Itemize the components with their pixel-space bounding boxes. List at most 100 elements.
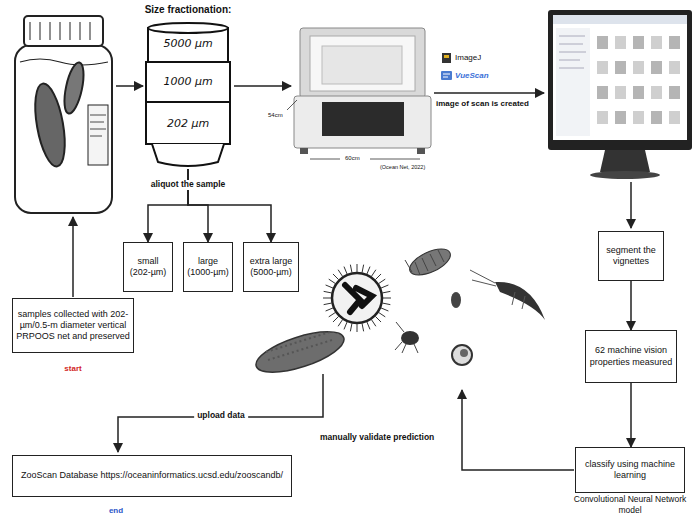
file-grid	[597, 36, 680, 124]
file-icon	[597, 36, 608, 49]
text-label: upload data	[194, 411, 248, 421]
spine	[333, 316, 339, 322]
box-text: segment the vignettes	[601, 245, 661, 268]
spine	[357, 324, 358, 332]
spine	[326, 308, 333, 311]
spine	[383, 298, 391, 299]
file-icon	[651, 86, 662, 99]
sieve-stack: Size fractionation: 5000 µm 1000 µm 202 µm	[138, 4, 238, 169]
dimension-line	[287, 100, 420, 159]
process-box: classify using machine learningConvoluti…	[575, 447, 685, 493]
spine	[333, 274, 339, 280]
spine	[357, 264, 358, 272]
spine	[362, 324, 364, 332]
flow-connector	[630, 281, 632, 330]
shrimp	[470, 270, 545, 320]
box-text: classify using machine learning	[578, 459, 682, 482]
file-icon	[669, 111, 680, 124]
flow-connector	[630, 383, 632, 447]
process-box: segment the vignettes	[598, 231, 664, 281]
spine	[329, 312, 336, 316]
file-icon	[669, 86, 680, 99]
flow-arrow	[73, 86, 631, 470]
text-label: ImageJ	[455, 53, 481, 62]
edge-label: aliquot the sample	[149, 180, 228, 190]
file-icon	[633, 111, 644, 124]
spine	[338, 320, 342, 327]
text-label: image of scan is created	[436, 99, 529, 108]
box-text: extra large (5000-µm)	[246, 256, 296, 279]
spine	[324, 291, 332, 293]
box-caption: Convolutional Neural Network model	[570, 494, 690, 515]
spine	[381, 285, 388, 288]
box-text: samples collected with 202-µm/0.5-m diam…	[15, 309, 131, 343]
spine	[367, 322, 370, 329]
process-box: extra large (5000-µm)	[243, 242, 299, 292]
file-icon	[597, 86, 608, 99]
sample-jar	[15, 16, 112, 213]
process-box: ZooScan Database https://oceaninformatic…	[12, 455, 292, 497]
sieve-base	[152, 144, 224, 166]
file-icon	[633, 86, 644, 99]
pteropod	[452, 345, 472, 365]
computer-monitor	[548, 10, 692, 179]
spine	[375, 316, 381, 322]
process-box: small (202-µm)	[123, 242, 173, 292]
text-label: end	[109, 506, 123, 515]
software-icons	[441, 53, 452, 80]
spine	[338, 270, 342, 277]
copepod	[451, 292, 461, 308]
sieve-size: 1000 µm	[138, 75, 238, 89]
sieve-size: 5000 µm	[138, 37, 238, 51]
file-icon	[615, 61, 626, 74]
spine	[350, 324, 352, 332]
text-label: manually validate prediction	[320, 433, 434, 443]
spine	[379, 312, 386, 316]
box-text: large (1000-µm)	[186, 256, 230, 279]
spine	[362, 265, 364, 273]
text-label: 60cm	[345, 155, 360, 162]
spine	[350, 265, 352, 273]
isopod	[405, 244, 454, 281]
text-label: (Ocean Net, 2022)	[380, 164, 425, 170]
file-icon	[651, 36, 662, 49]
box-text: 62 machine vision properties measured	[588, 345, 674, 368]
text-label: start	[64, 364, 81, 373]
text-label: 54cm	[268, 112, 283, 119]
spine	[383, 303, 391, 305]
spine	[371, 270, 375, 277]
spine	[326, 285, 333, 288]
box-text: small (202-µm)	[126, 256, 170, 279]
radiolarian	[323, 264, 391, 332]
spine	[344, 267, 347, 274]
copepod	[395, 322, 419, 353]
spine	[329, 279, 336, 283]
spine	[344, 322, 347, 329]
file-icon	[633, 36, 644, 49]
section-heading: Size fractionation:	[145, 4, 232, 17]
file-icon	[615, 36, 626, 49]
process-box: samples collected with 202-µm/0.5-m diam…	[12, 298, 134, 353]
spine	[379, 279, 386, 283]
spine	[381, 308, 388, 311]
box-text: ZooScan Database https://oceaninformatic…	[21, 470, 283, 481]
file-icon	[597, 61, 608, 74]
text-label: VueScan	[455, 71, 489, 80]
spine	[367, 267, 370, 274]
salp	[252, 324, 349, 381]
process-box: large (1000-µm)	[183, 242, 233, 292]
spine	[371, 320, 375, 327]
spine	[324, 303, 332, 305]
spine	[375, 274, 381, 280]
file-icon	[615, 111, 626, 124]
file-icon	[669, 36, 680, 49]
sieve-size: 202 µm	[138, 117, 238, 131]
spine	[383, 291, 391, 293]
file-icon	[597, 111, 608, 124]
spine	[323, 298, 331, 299]
file-icon	[651, 111, 662, 124]
file-icon	[669, 61, 680, 74]
